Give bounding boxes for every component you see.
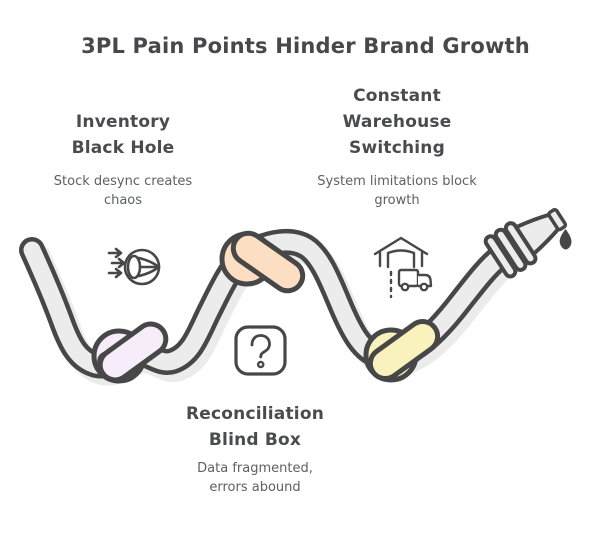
- description-line: errors abound: [209, 480, 301, 495]
- heading-line: Blind Box: [208, 430, 302, 450]
- yellow-knot: [363, 318, 441, 383]
- description-reconciliation-blind-box: Data fragmented, errors abound: [155, 459, 355, 497]
- droplet-icon: [559, 229, 572, 250]
- heading-line: Constant: [353, 86, 441, 106]
- description-inventory-black-hole: Stock desync creates chaos: [13, 172, 233, 210]
- heading-constant-warehouse-switching: Constant Warehouse Switching: [297, 83, 497, 161]
- heading-reconciliation-blind-box: Reconciliation Blind Box: [155, 401, 355, 453]
- heading-line: Inventory: [75, 112, 171, 132]
- heading-line: Black Hole: [71, 138, 175, 158]
- dripping-nozzle-icon: [483, 207, 568, 279]
- description-line: Data fragmented,: [197, 461, 313, 476]
- heading-line: Reconciliation: [185, 404, 325, 424]
- description-line: chaos: [103, 193, 143, 208]
- heading-line: Switching: [349, 138, 445, 158]
- lavender-knot: [91, 321, 169, 384]
- black-hole-icon: [107, 247, 161, 286]
- warehouse-truck-icon: [373, 236, 433, 299]
- peach-knot: [219, 230, 306, 294]
- description-line: growth: [374, 193, 420, 208]
- question-box-icon: [234, 325, 287, 376]
- heading-line: Warehouse: [342, 112, 452, 132]
- heading-inventory-black-hole: Inventory Black Hole: [23, 109, 223, 161]
- page-title: 3PL Pain Points Hinder Brand Growth: [81, 34, 530, 58]
- description-constant-warehouse-switching: System limitations block growth: [287, 172, 507, 210]
- description-line: System limitations block: [317, 174, 477, 189]
- description-line: Stock desync creates: [53, 174, 193, 189]
